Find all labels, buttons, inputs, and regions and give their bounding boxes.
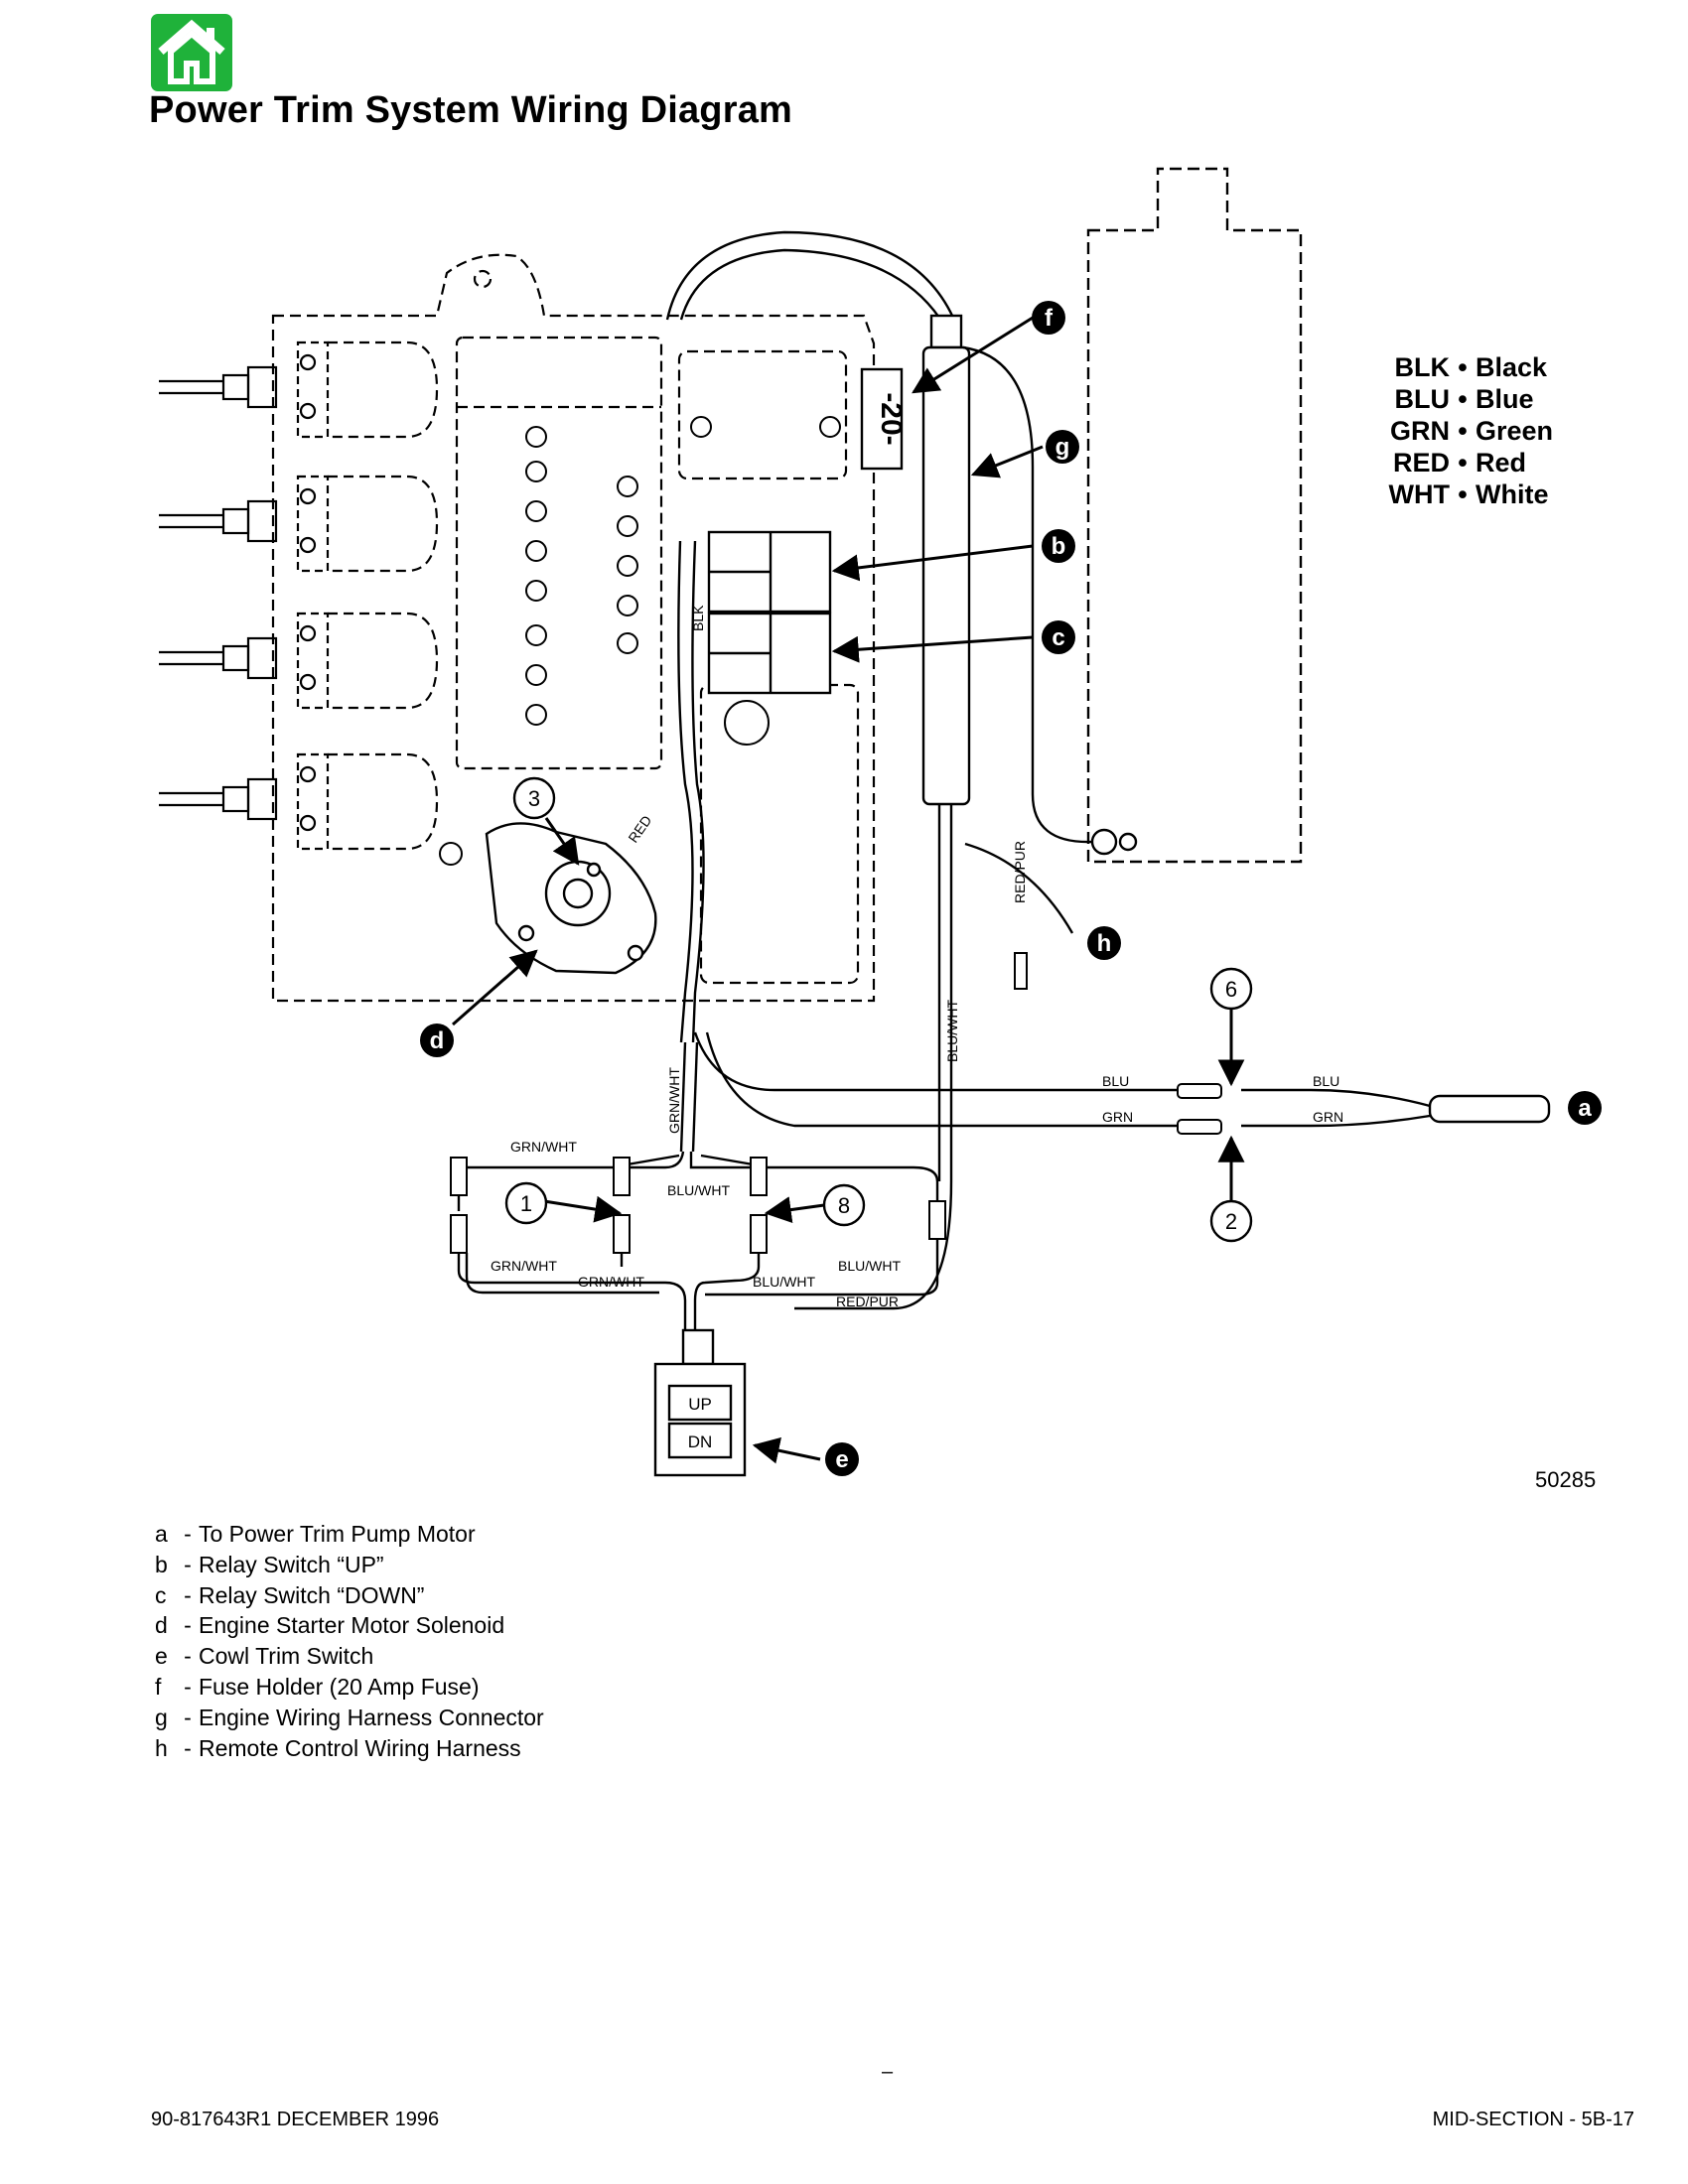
svg-text:b: b	[1052, 533, 1066, 560]
starter-motor-solenoid[interactable]	[485, 822, 657, 975]
switch-down-label: DN	[688, 1433, 713, 1451]
wire-label-blk: BLK	[690, 605, 706, 631]
figure-number: 50285	[1535, 1467, 1597, 1492]
wire-harness	[457, 230, 1182, 1211]
svg-text:c: c	[1052, 624, 1064, 651]
terminal-studs	[439, 416, 841, 866]
ignition-coils	[159, 341, 439, 851]
wire-label-red-pur-vertical: RED/PUR	[1012, 841, 1028, 903]
home-button[interactable]	[151, 14, 232, 91]
key-item: e-Cowl Trim Switch	[155, 1643, 374, 1670]
svg-text:d: d	[430, 1027, 445, 1054]
svg-text:a: a	[1578, 1095, 1592, 1122]
wire-label-blu-right: BLU	[1313, 1073, 1339, 1089]
page-section: MID-SECTION - 5B-17	[1432, 2109, 1634, 2130]
ignition-coil	[159, 341, 439, 439]
connector-callout-6: 6	[1209, 967, 1253, 1011]
legend-row-wht: WHT•White	[1388, 479, 1549, 509]
connector-callout-2: 2	[1209, 1199, 1253, 1243]
callout-arrows	[452, 316, 1245, 1464]
relay-switch-down[interactable]	[707, 612, 832, 695]
svg-text:h: h	[1097, 930, 1112, 957]
wire-label-red: RED	[625, 812, 654, 845]
wire-label-blu-wht-vertical: BLU/WHT	[944, 1000, 960, 1062]
svg-text:8: 8	[838, 1193, 850, 1218]
wire-label-grn-wht-bottom: GRN/WHT	[578, 1274, 644, 1290]
trim-pump-leads	[1241, 1088, 1551, 1128]
wire-label-blu-wht-bottom: BLU/WHT	[753, 1274, 815, 1290]
callout-g: g	[1046, 430, 1079, 464]
fuse-value-label: -20-	[875, 392, 908, 445]
key-item: a-To Power Trim Pump Motor	[155, 1521, 476, 1547]
fuse-holder[interactable]	[860, 314, 971, 806]
page-dash: –	[882, 2061, 894, 2083]
ignition-coil	[159, 612, 439, 710]
callout-b: b	[1042, 529, 1075, 563]
remote-harness-plug	[1014, 952, 1028, 990]
wire-label-red-pur-bottom: RED/PUR	[836, 1294, 899, 1309]
connector-callout-8: 8	[822, 1183, 866, 1227]
key-item: f-Fuse Holder (20 Amp Fuse)	[155, 1673, 480, 1700]
wire-color-legend: BLK•Black BLU•Blue GRN•Green RED•Red WHT…	[1360, 351, 1589, 510]
legend-row-red: RED•Red	[1392, 448, 1527, 478]
key-item: c-Relay Switch “DOWN”	[155, 1581, 425, 1608]
switch-harness	[457, 1239, 939, 1330]
svg-text:g: g	[1055, 434, 1070, 461]
legend-row-blu: BLU•Blue	[1394, 384, 1534, 414]
diagram-key: a-To Power Trim Pump Motor b-Relay Switc…	[155, 1519, 544, 1763]
wire-label-grn-wht-top: GRN/WHT	[510, 1139, 577, 1155]
svg-text:6: 6	[1225, 977, 1237, 1002]
home-icon	[158, 19, 225, 84]
svg-text:2: 2	[1225, 1209, 1237, 1234]
callout-f: f	[1032, 301, 1065, 335]
wire-label-blu-wht-top: BLU/WHT	[667, 1182, 730, 1198]
key-item: d-Engine Starter Motor Solenoid	[155, 1612, 505, 1639]
svg-text:3: 3	[528, 786, 540, 811]
svg-text:f: f	[1045, 305, 1054, 332]
svg-text:1: 1	[520, 1191, 532, 1216]
wiring-diagram: -20-	[159, 167, 1602, 1477]
svg-text:e: e	[835, 1446, 848, 1473]
wire-label-blu-left: BLU	[1102, 1073, 1129, 1089]
ignition-coil	[159, 475, 439, 573]
callout-c: c	[1042, 620, 1075, 654]
page-title: Power Trim System Wiring Diagram	[149, 89, 793, 131]
engine-harness-connector-housing	[1086, 167, 1303, 864]
key-item: b-Relay Switch “UP”	[155, 1551, 384, 1577]
switch-up-label: UP	[688, 1395, 712, 1414]
callout-h: h	[1087, 926, 1121, 960]
document-id: 90-817643R1 DECEMBER 1996	[151, 2109, 440, 2130]
wire-label-blu-wht-bottom-right: BLU/WHT	[838, 1258, 901, 1274]
ignition-coil	[159, 752, 439, 851]
wire-label-grn-left: GRN	[1102, 1109, 1133, 1125]
connector-callout-3: 3	[512, 776, 556, 820]
cowl-trim-switch[interactable]	[653, 1328, 747, 1477]
key-item: h-Remote Control Wiring Harness	[155, 1734, 521, 1761]
callout-e: e	[825, 1442, 859, 1476]
legend-row-blk: BLK•Black	[1394, 352, 1548, 382]
connector-callout-1: 1	[504, 1181, 548, 1225]
legend-row-grn: GRN•Green	[1390, 416, 1554, 446]
callout-d: d	[420, 1024, 454, 1057]
wire-label-grn-right: GRN	[1313, 1109, 1343, 1125]
callout-a: a	[1568, 1091, 1602, 1125]
key-item: g-Engine Wiring Harness Connector	[155, 1704, 544, 1730]
wire-label-grn-wht-bottom-left: GRN/WHT	[491, 1258, 557, 1274]
relay-switch-up[interactable]	[707, 530, 832, 614]
wire-label-grn-wht-vertical: GRN/WHT	[666, 1067, 682, 1134]
